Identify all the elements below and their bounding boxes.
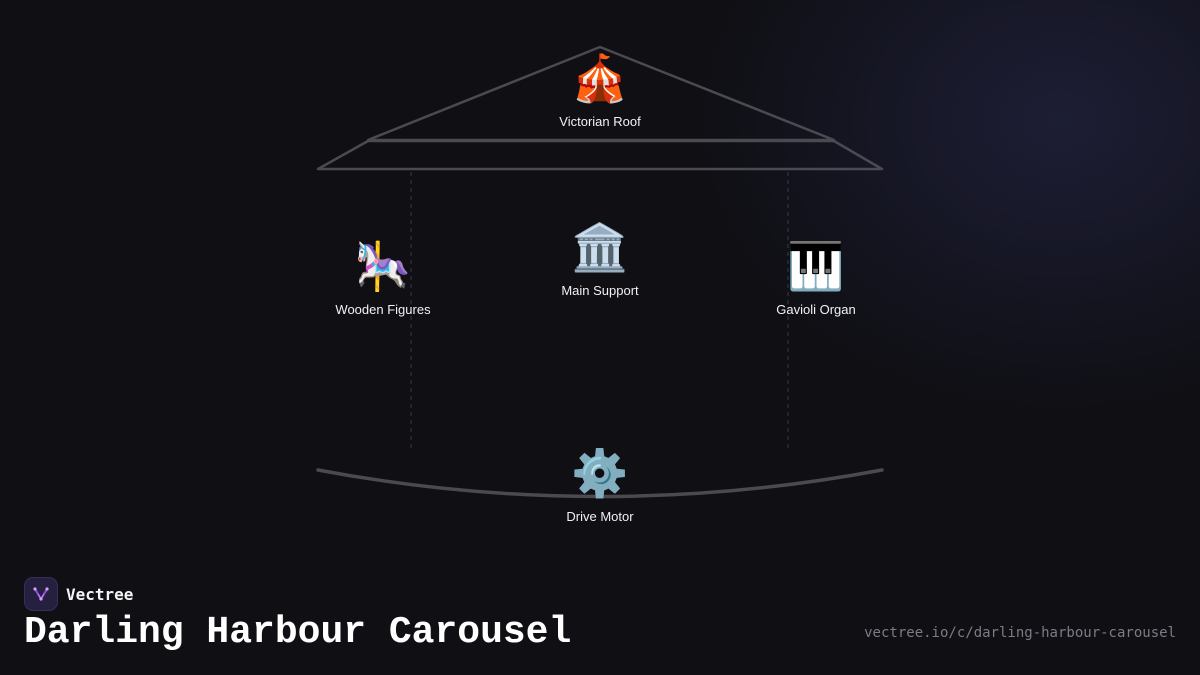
brand[interactable]: Vectree: [24, 577, 133, 611]
node-label: Drive Motor: [566, 509, 634, 524]
page-title: Darling Harbour Carousel: [24, 611, 572, 654]
platform-base: [316, 468, 884, 499]
vectree-logo-icon: [24, 577, 58, 611]
node-victorian-roof[interactable]: 🎪 Victorian Roof: [510, 50, 690, 130]
node-main-support[interactable]: 🏛️ Main Support: [510, 219, 690, 299]
node-label: Gavioli Organ: [776, 302, 856, 317]
node-label: Wooden Figures: [335, 302, 431, 317]
circus-tent-icon: 🎪: [571, 52, 629, 104]
page-url[interactable]: vectree.io/c/darling-harbour-carousel: [864, 625, 1176, 641]
piano-keyboard-icon: 🎹: [787, 240, 845, 292]
classical-building-icon: 🏛️: [571, 221, 629, 273]
node-wooden-figures[interactable]: 🎠 Wooden Figures: [293, 238, 473, 318]
node-gavioli-organ[interactable]: 🎹 Gavioli Organ: [726, 238, 906, 318]
brand-name: Vectree: [66, 584, 134, 604]
node-drive-motor[interactable]: ⚙️ Drive Motor: [510, 445, 690, 525]
node-label: Main Support: [561, 283, 639, 298]
gear-icon: ⚙️: [571, 447, 629, 499]
carousel-horse-icon: 🎠: [354, 240, 412, 292]
node-label: Victorian Roof: [559, 114, 641, 129]
canopy-outline: [316, 139, 884, 171]
